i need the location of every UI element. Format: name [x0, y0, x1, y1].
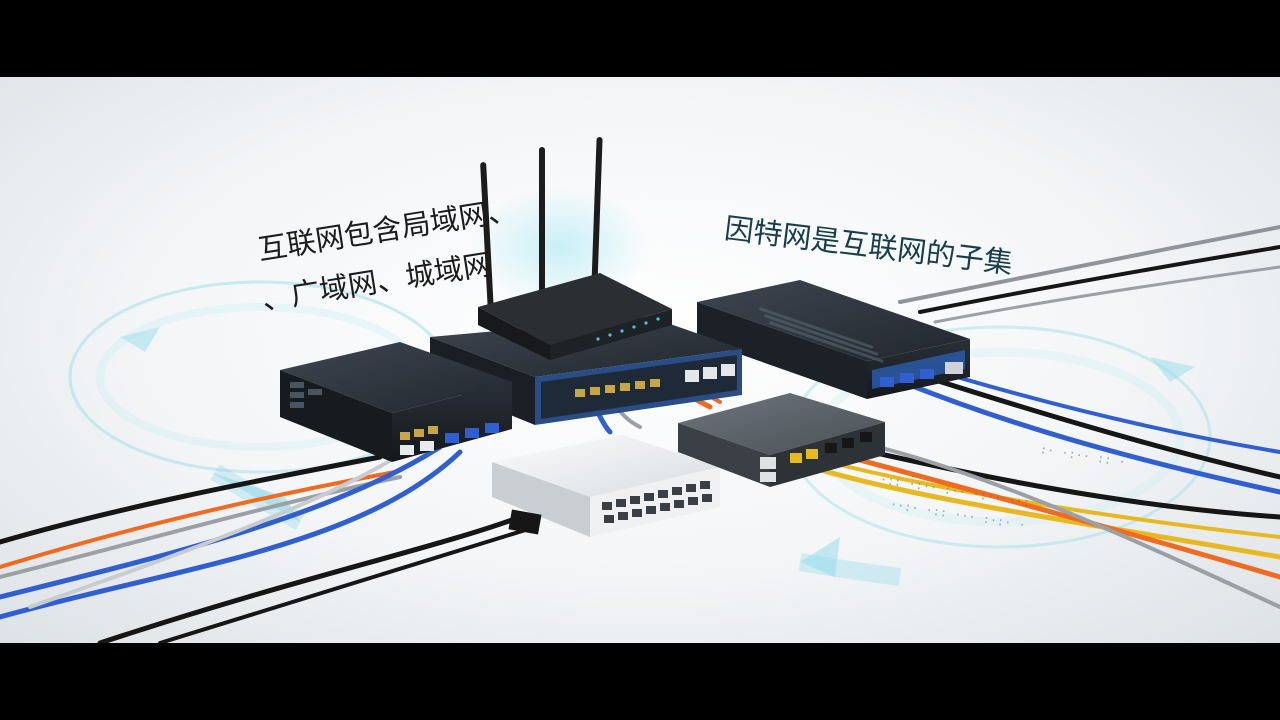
- flow-arrow-icon: [1150, 357, 1195, 382]
- rackmount-switch-right: [697, 280, 970, 399]
- flow-arrow-icon: [800, 537, 840, 577]
- letterbox-top: [0, 0, 1280, 77]
- antenna-left: [480, 162, 494, 312]
- network-equipment-scene: 互联网包含局域网、 、广域网、城域网 因特网是互联网的子集 ·:: ·:·· :…: [0, 77, 1280, 643]
- cables-back-right: [898, 225, 1280, 324]
- white-switch: [492, 435, 720, 537]
- data-flow-glow: [68, 187, 1212, 586]
- letterbox-bottom: [0, 643, 1280, 720]
- gray-switch: [678, 393, 885, 487]
- dark-switch-left: [280, 342, 512, 462]
- flow-arrow-icon: [120, 327, 160, 352]
- cables-left: [0, 440, 537, 643]
- scene-illustration: [0, 137, 1280, 643]
- antenna-right: [591, 137, 603, 287]
- router: [478, 137, 672, 360]
- antenna-center: [539, 147, 545, 297]
- cables-right: [792, 367, 1280, 609]
